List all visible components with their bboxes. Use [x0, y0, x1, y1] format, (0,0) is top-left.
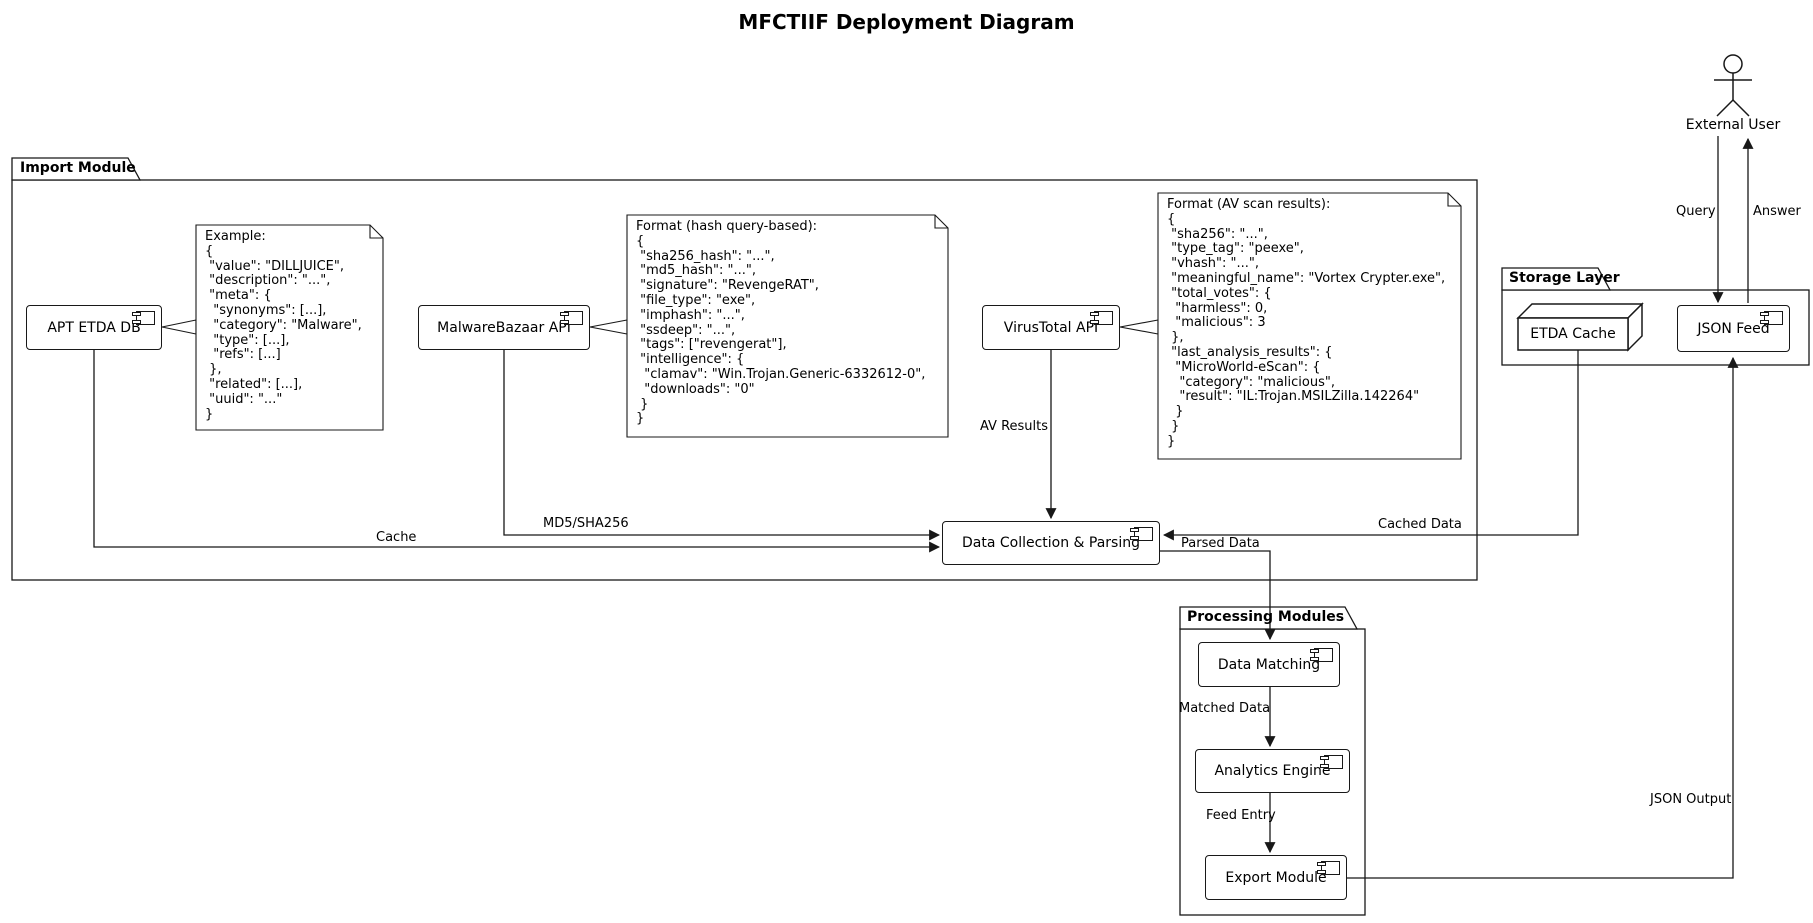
component-malwarebazaar-api-label: MalwareBazaar API [437, 319, 571, 336]
component-icon [560, 311, 583, 325]
connector-arrows [93, 136, 1754, 879]
component-data-collection-parsing: Data Collection & Parsing [942, 521, 1160, 565]
edge-label-parsed-data: Parsed Data [1181, 536, 1260, 551]
note-hash-query-format: Format (hash query-based): { "sha256_has… [636, 219, 926, 427]
component-icon [1090, 311, 1113, 325]
component-malwarebazaar-api: MalwareBazaar API [418, 305, 590, 350]
component-data-matching-label: Data Matching [1217, 656, 1321, 673]
component-data-collection-parsing-label: Data Collection & Parsing [961, 535, 1141, 551]
package-storage-layer-label: Storage Layer [1509, 270, 1620, 286]
component-data-matching: Data Matching [1198, 642, 1340, 687]
edge-label-matched-data: Matched Data [1179, 701, 1271, 716]
component-apt-etda-db: APT ETDA DB [26, 305, 162, 350]
edge-label-cached-data: Cached Data [1378, 517, 1462, 532]
etda-cache-node-shape [1516, 302, 1644, 352]
component-json-feed-label: JSON Feed [1697, 320, 1770, 337]
edge-label-av-results: AV Results [980, 419, 1049, 434]
component-export-module: Export Module [1205, 855, 1347, 900]
component-icon [1310, 648, 1333, 662]
component-apt-etda-db-label: APT ETDA DB [47, 319, 141, 336]
component-analytics-engine: Analytics Engine [1195, 749, 1350, 793]
node-etda-cache-label: ETDA Cache [1530, 326, 1616, 342]
note-shapes [195, 192, 1462, 460]
note-etda-example: Example: { "value": "DILLJUICE", "descri… [205, 229, 362, 422]
actor-external-user-label: External User [1685, 117, 1781, 133]
component-virustotal-api-label: VirusTotal API [1003, 319, 1099, 336]
external-user-figure [1714, 54, 1752, 117]
edge-label-query: Query [1676, 204, 1716, 219]
edge-label-json-output: JSON Output [1650, 792, 1732, 807]
note-av-scan-format: Format (AV scan results): { "sha256": ".… [1167, 197, 1446, 449]
component-analytics-engine-label: Analytics Engine [1214, 763, 1331, 779]
edge-label-answer: Answer [1753, 204, 1801, 219]
diagram-title: MFCTIIF Deployment Diagram [738, 10, 1075, 34]
component-virustotal-api: VirusTotal API [982, 305, 1120, 350]
component-icon [1760, 311, 1783, 325]
component-export-module-label: Export Module [1225, 869, 1327, 886]
package-storage-layer-outline [1501, 267, 1810, 366]
edge-label-feed-entry: Feed Entry [1206, 808, 1276, 823]
edge-label-md5-sha256: MD5/SHA256 [543, 516, 629, 531]
component-json-feed: JSON Feed [1677, 305, 1790, 352]
component-icon [1320, 755, 1343, 769]
component-icon [132, 311, 155, 325]
component-icon [1130, 527, 1153, 541]
component-icon [1317, 861, 1340, 875]
package-import-module-label: Import Module [20, 160, 136, 176]
package-processing-modules-label: Processing Modules [1187, 609, 1345, 625]
edge-label-cache: Cache [376, 530, 417, 545]
